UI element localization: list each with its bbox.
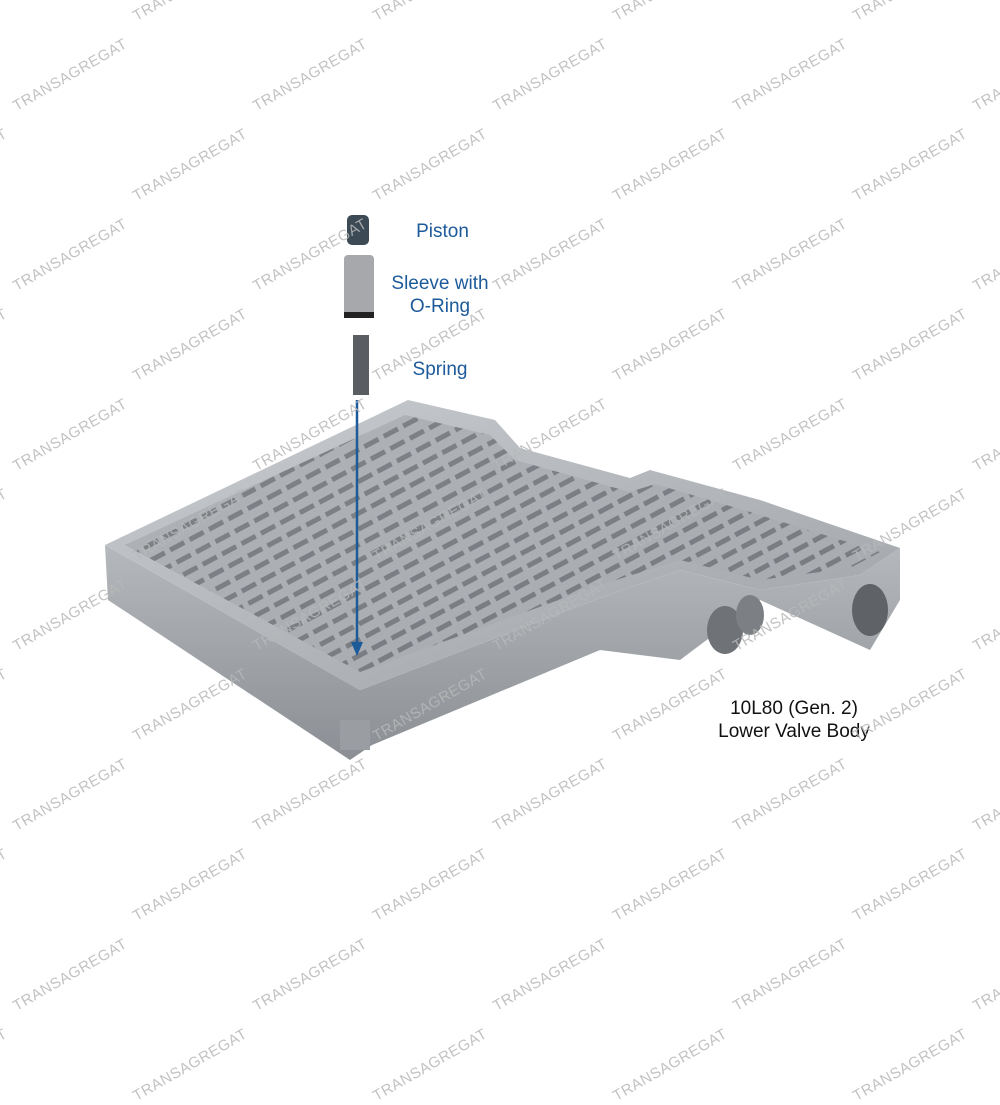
valve-body (105, 400, 900, 760)
label-sleeve-line2: O-Ring (409, 296, 471, 317)
label-piston: Piston (416, 221, 469, 242)
caption-line1: 10L80 (Gen. 2) (730, 698, 858, 719)
sleeve-part (344, 255, 374, 318)
valve-body-illustration (105, 215, 900, 760)
watermark-text: TRANSAGREGAT (850, 1025, 971, 1105)
caption-line2: Lower Valve Body (718, 721, 870, 742)
label-sleeve: Sleeve with O-Ring (380, 272, 500, 318)
watermark-text: TRANSAGREGAT (0, 1025, 11, 1105)
label-sleeve-line1: Sleeve with (391, 273, 489, 294)
watermark-text: TRANSAGREGAT (370, 1025, 491, 1105)
watermark-text: TRANSAGREGAT (610, 1025, 731, 1105)
label-spring: Spring (412, 359, 468, 380)
install-arrow (351, 400, 363, 656)
piston-part (347, 215, 369, 245)
spring-part (353, 335, 369, 395)
product-caption: 10L80 (Gen. 2) Lower Valve Body (694, 697, 894, 743)
watermark-text: TRANSAGREGAT (130, 1025, 251, 1105)
